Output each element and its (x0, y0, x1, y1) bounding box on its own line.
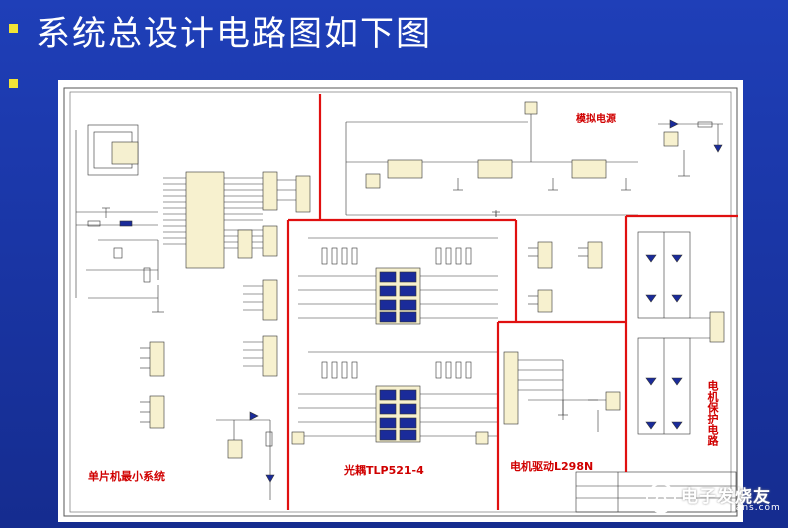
motor-driver-section (503, 351, 621, 432)
analog-power-section (345, 101, 723, 217)
optocoupler-section (291, 237, 603, 445)
circuit-schematic: 模拟电源 单片机最小系统 光耦TLP521-4 电机驱动L298N 电机保护电路 (58, 80, 743, 522)
label-motor-protection: 电机保护电路 (706, 380, 719, 446)
label-mcu-system: 单片机最小系统 (88, 470, 165, 483)
watermark-url: www.elecfans.com (681, 503, 781, 513)
label-motor-driver: 电机驱动L298N (510, 460, 594, 473)
elecfans-logo-icon (646, 483, 676, 513)
label-optocoupler: 光耦TLP521-4 (344, 464, 424, 477)
mcu-section (75, 124, 311, 500)
bullet-2 (9, 79, 18, 88)
schematic-drawing (63, 87, 738, 517)
label-analog-power: 模拟电源 (576, 114, 616, 125)
watermark: 电子发烧友 www.elecfans.com (645, 478, 780, 518)
section-dividers (286, 94, 738, 510)
watermark-text: 电子发烧友 (681, 487, 771, 507)
motor-protection-section (637, 231, 725, 435)
slide-title: 系统总设计电路图如下图 (36, 14, 432, 54)
bullet-1 (9, 24, 18, 33)
